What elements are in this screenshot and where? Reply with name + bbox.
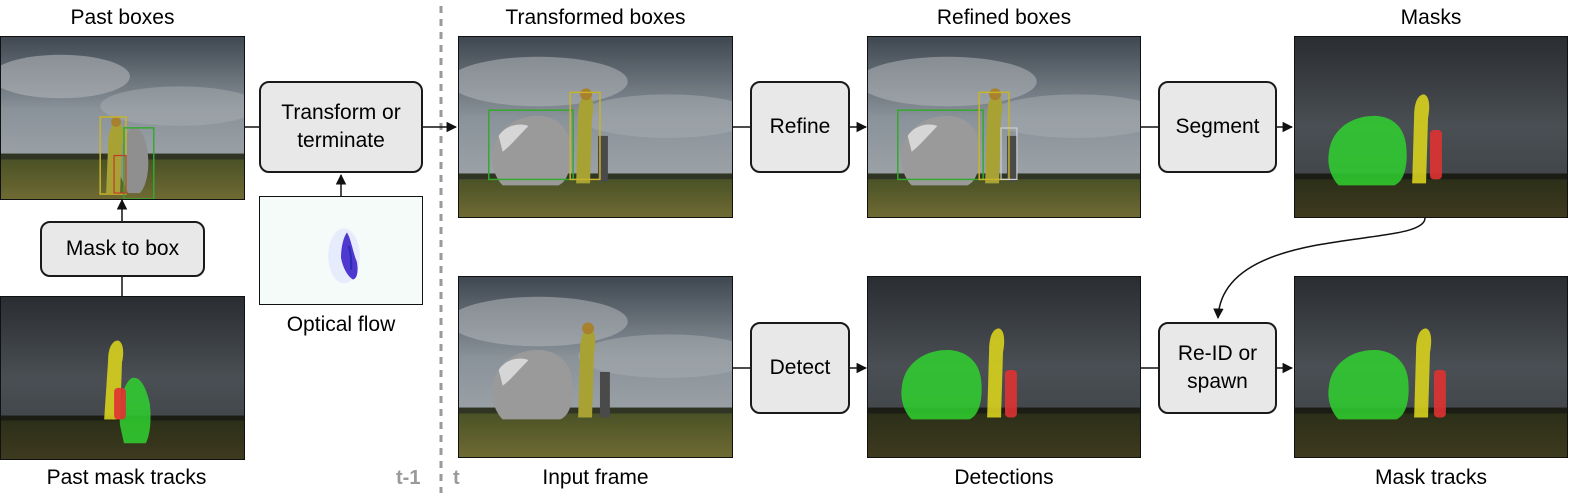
label-optical-flow: Optical flow xyxy=(286,313,396,336)
label-masks: Masks xyxy=(1400,6,1462,29)
segment-node: Segment xyxy=(1158,81,1277,173)
mask-to-box-node: Mask to box xyxy=(40,221,205,277)
image-input-frame xyxy=(458,276,733,458)
detect-label: Detect xyxy=(769,356,831,379)
time-label-curr: t xyxy=(453,467,460,489)
refine-node: Refine xyxy=(750,81,850,173)
time-label-prev: t-1 xyxy=(396,467,421,489)
image-transformed-boxes xyxy=(458,36,733,218)
label-past-boxes: Past boxes xyxy=(70,6,175,29)
refine-label: Refine xyxy=(769,115,831,138)
reid-line2: spawn xyxy=(1187,370,1248,393)
label-past-mask-tracks: Past mask tracks xyxy=(46,466,207,489)
image-optical-flow xyxy=(259,196,423,305)
transform-line1: Transform or xyxy=(281,101,401,124)
mask-to-box-label: Mask to box xyxy=(65,237,180,260)
reid-line1: Re-ID or xyxy=(1177,342,1258,365)
segment-label: Segment xyxy=(1175,115,1260,138)
image-past-mask-tracks xyxy=(0,296,245,460)
label-refined-boxes: Refined boxes xyxy=(936,6,1072,29)
label-detections: Detections xyxy=(954,466,1054,489)
transform-or-terminate-node: Transform or terminate xyxy=(259,81,423,173)
reid-or-spawn-node: Re-ID or spawn xyxy=(1158,322,1277,414)
label-mask-tracks: Mask tracks xyxy=(1374,466,1487,489)
label-input-frame: Input frame xyxy=(542,466,649,489)
image-masks xyxy=(1294,36,1568,218)
label-transformed-boxes: Transformed boxes xyxy=(505,6,686,29)
image-mask-tracks xyxy=(1294,276,1568,458)
image-detections xyxy=(867,276,1141,458)
image-refined-boxes xyxy=(867,36,1141,218)
transform-line2: terminate xyxy=(297,129,385,152)
image-past-boxes xyxy=(0,36,245,200)
detect-node: Detect xyxy=(750,322,850,414)
